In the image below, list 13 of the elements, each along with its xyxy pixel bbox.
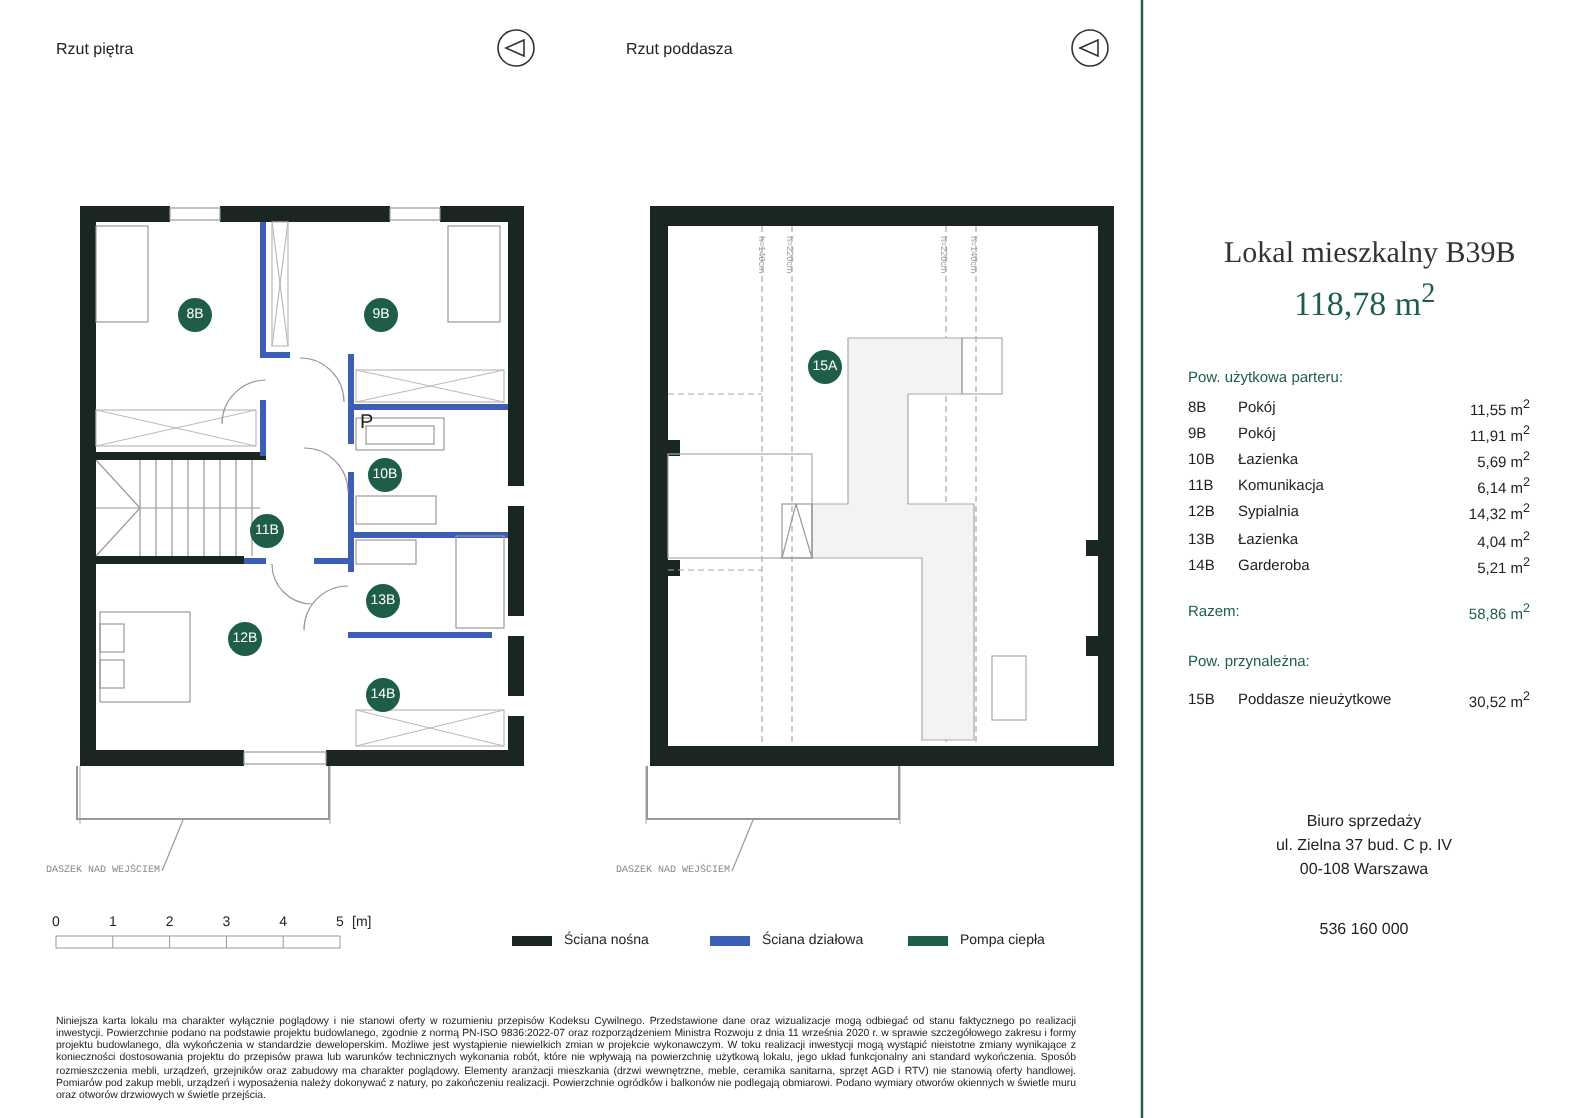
sales-office-address: ul. Zielna 37 bud. C p. IV [1275, 838, 1453, 854]
room-letter: P [360, 414, 374, 434]
unit-area: 118,78 m$^{2}$ [1294, 280, 1436, 322]
leader-line [161, 819, 184, 872]
plan-title: Rzut piętra [56, 42, 134, 58]
leader-line [731, 819, 754, 872]
canopy-outline [646, 766, 900, 820]
plan-title: Rzut poddasza [626, 42, 733, 58]
sales-office-address: 00-108 Warszawa [1299, 862, 1429, 878]
phone-number: 536 160 000 [1319, 922, 1409, 938]
unit-title: Lokal mieszkalny B39B [1224, 240, 1516, 270]
sales-office-address: Biuro sprzedaży [1306, 814, 1422, 830]
canopy-outline [76, 766, 330, 820]
